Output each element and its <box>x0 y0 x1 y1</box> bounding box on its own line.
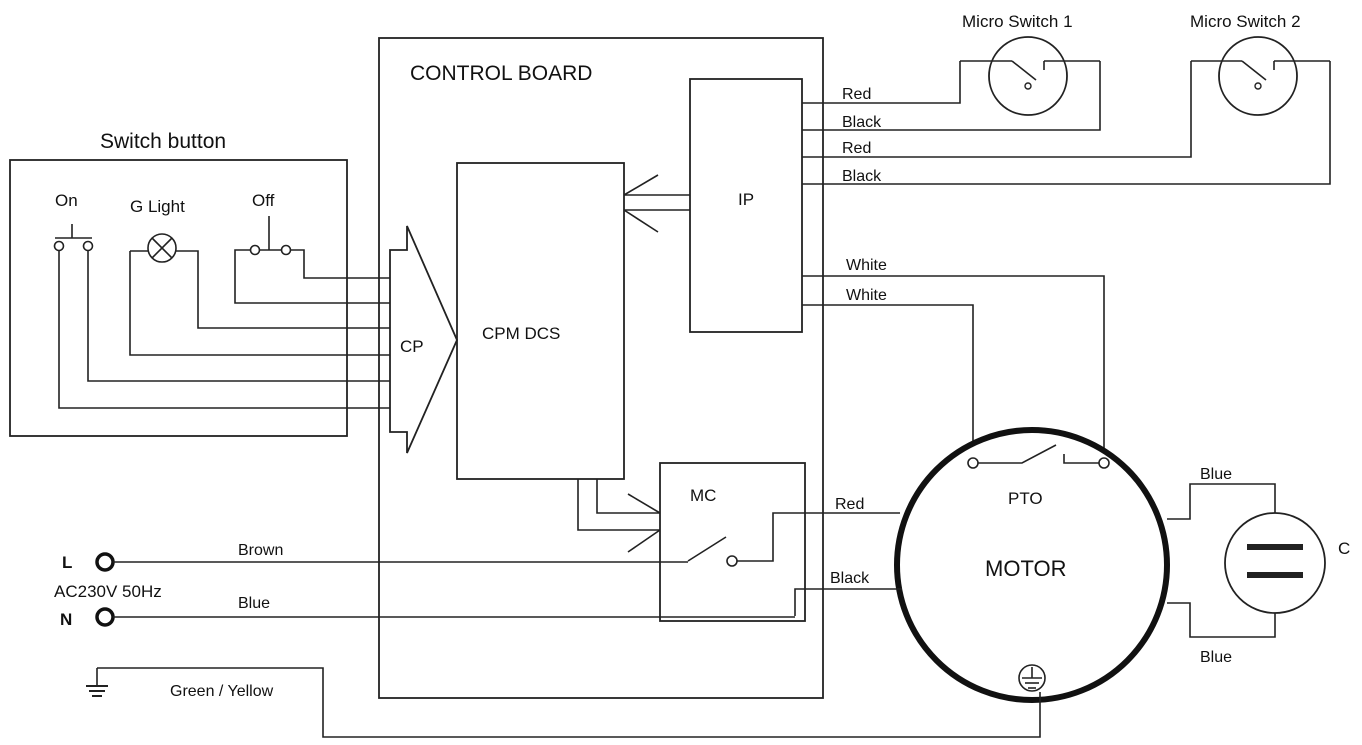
switch-button-panel: Switch button On G Light Off <box>9 130 390 437</box>
switch-panel-wires <box>58 249 390 409</box>
wire-pto-white-2: White <box>846 287 887 304</box>
g-light-lamp-icon: G Light <box>130 197 185 263</box>
wire-cap-blue-bottom: Blue <box>1200 649 1232 666</box>
g-light-label: G Light <box>130 197 185 216</box>
micro-switch-wires: Red Black Red Black <box>802 61 1331 185</box>
on-pushbutton-icon: On <box>53 191 94 252</box>
cpm-dcs-label: CPM DCS <box>482 324 560 343</box>
wire-ms2-red: Red <box>842 140 871 157</box>
micro-switch-2-label: Micro Switch 2 <box>1190 12 1301 31</box>
capacitor: C Blue Blue <box>1167 466 1350 666</box>
micro-switch-2: Micro Switch 2 <box>1190 12 1330 116</box>
wire-ground: Green / Yellow <box>170 683 274 700</box>
control-board: CONTROL BOARD CP CPM DCS IP MC <box>378 37 824 699</box>
wire-cap-blue-top: Blue <box>1200 466 1232 483</box>
wire-ms1-black: Black <box>842 114 882 131</box>
cp-label: CP <box>400 337 424 356</box>
motor-label: MOTOR <box>985 556 1066 581</box>
micro-switch-1-label: Micro Switch 1 <box>962 12 1073 31</box>
pto-label: PTO <box>1008 489 1043 508</box>
pto-white-wires: White White <box>802 257 1105 456</box>
off-pushbutton-icon: Off <box>249 191 292 256</box>
micro-switch-1: Micro Switch 1 <box>960 12 1100 116</box>
cp-connector: CP <box>389 225 458 454</box>
switch-button-title: Switch button <box>100 130 226 153</box>
cpm-to-mc-arrow-icon <box>577 479 661 553</box>
motor-ground-icon <box>1018 664 1046 692</box>
wire-line-brown: Brown <box>238 542 283 559</box>
ip-label: IP <box>738 190 754 209</box>
capacitor-label: C <box>1338 539 1350 558</box>
supply-rating-label: AC230V 50Hz <box>54 582 162 601</box>
ip-block: IP <box>689 78 803 333</box>
wire-ms1-red: Red <box>842 86 871 103</box>
control-board-title: CONTROL BOARD <box>410 62 592 85</box>
line-terminal-label: L <box>62 553 72 572</box>
motor: MOTOR PTO <box>894 427 1170 703</box>
cpm-dcs-block: CPM DCS <box>456 162 625 480</box>
wire-ms2-black: Black <box>842 168 882 185</box>
ip-to-cpm-arrow-icon <box>623 174 690 233</box>
pto-switch-icon: PTO <box>967 444 1110 508</box>
wire-motor-red: Red <box>835 496 864 513</box>
mc-relay-block: MC <box>659 462 806 622</box>
earth-ground-icon <box>86 668 108 697</box>
mc-switch-contact-icon <box>687 536 727 562</box>
mc-label: MC <box>690 486 716 505</box>
power-supply: L Brown AC230V 50Hz N Blue Green / Yello… <box>54 542 1041 738</box>
wire-pto-white-1: White <box>846 257 887 274</box>
wire-motor-black: Black <box>830 570 870 587</box>
neutral-terminal-label: N <box>60 610 72 629</box>
off-label: Off <box>252 191 275 210</box>
wire-neutral-blue: Blue <box>238 595 270 612</box>
on-label: On <box>55 191 78 210</box>
motor-supply-wires: Red Black <box>737 496 902 616</box>
